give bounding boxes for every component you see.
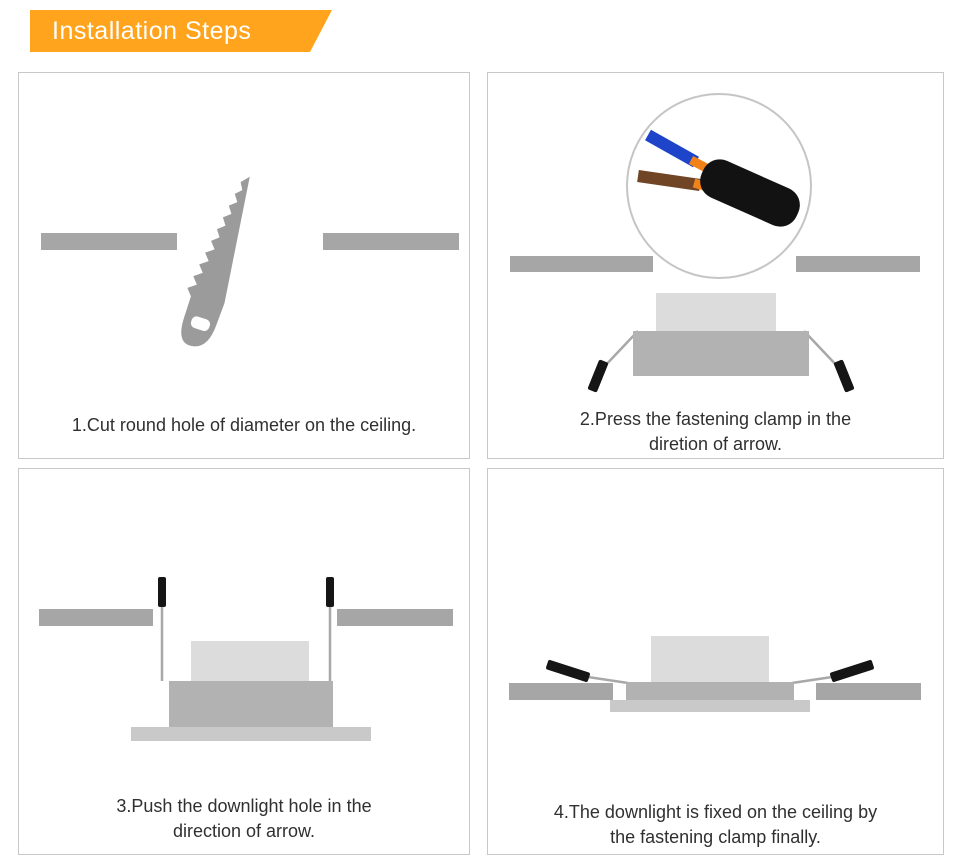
caption-line: 2.Press the fastening clamp in the — [579, 409, 852, 429]
driver-box — [651, 636, 769, 682]
clamp-arm-left — [601, 330, 639, 370]
step-3-illustration — [39, 577, 453, 741]
caption-line: 4.The downlight is fixed on the ceiling … — [553, 802, 878, 822]
downlight-body — [633, 331, 809, 376]
saw-blade-and-handle — [181, 176, 250, 347]
clamp-arm-left — [587, 675, 629, 685]
saw-icon — [181, 176, 250, 347]
ceiling-left — [510, 256, 653, 272]
downlight-flange — [610, 700, 810, 712]
caption-line: 1.Cut round hole of diameter on the ceil… — [71, 415, 417, 435]
caption-line: the fastening clamp finally. — [610, 827, 821, 847]
saw-handle-hole — [190, 316, 211, 332]
clamp-tip — [833, 359, 855, 393]
clamp-arm-right — [803, 330, 841, 370]
clamp-tip — [830, 659, 874, 683]
fastening-clamp-right — [830, 659, 874, 683]
caption-line: diretion of arrow. — [648, 434, 783, 454]
fastening-clamp-left — [158, 577, 166, 607]
step-2-panel: 2.Press the fastening clamp in the diret… — [487, 72, 944, 459]
step-4-panel: 4.The downlight is fixed on the ceiling … — [487, 468, 944, 855]
ceiling-right — [796, 256, 920, 272]
fastening-clamp-right — [326, 577, 334, 607]
brown-wire — [637, 170, 701, 191]
blue-wire — [645, 129, 699, 168]
step-2-illustration — [510, 93, 920, 393]
downlight-body — [169, 681, 333, 727]
caption-line: 3.Push the downlight hole in the — [116, 796, 372, 816]
ceiling-left — [39, 609, 153, 626]
clamp-tip — [587, 359, 609, 393]
clamp-arm-right — [791, 675, 833, 685]
downlight-flange — [131, 727, 371, 741]
cable-sheath-body — [700, 159, 800, 227]
ceiling-left — [41, 233, 177, 250]
cable-sheath — [700, 159, 800, 227]
caption-line: direction of arrow. — [172, 821, 316, 841]
header-banner: Installation Steps — [30, 10, 332, 52]
driver-box — [191, 641, 309, 681]
ceiling-left — [509, 683, 613, 700]
page-title: Installation Steps — [52, 16, 252, 45]
step-1-illustration — [41, 176, 459, 347]
fastening-clamp-left — [587, 359, 609, 393]
ceiling-right — [816, 683, 921, 700]
clamp-tip — [546, 659, 590, 683]
driver-box — [656, 293, 776, 331]
ceiling-right — [323, 233, 459, 250]
fastening-clamp-right — [833, 359, 855, 393]
fastening-clamp-left — [546, 659, 590, 683]
step-3-caption: 3.Push the downlight hole in the directi… — [19, 794, 469, 844]
step-2-caption: 2.Press the fastening clamp in the diret… — [488, 407, 943, 457]
step-4-caption: 4.The downlight is fixed on the ceiling … — [488, 800, 943, 850]
step-4-illustration — [509, 636, 921, 712]
step-1-caption: 1.Cut round hole of diameter on the ceil… — [19, 413, 469, 438]
step-3-panel: 3.Push the downlight hole in the directi… — [18, 468, 470, 855]
step-1-panel: 1.Cut round hole of diameter on the ceil… — [18, 72, 470, 459]
ceiling-right — [337, 609, 453, 626]
